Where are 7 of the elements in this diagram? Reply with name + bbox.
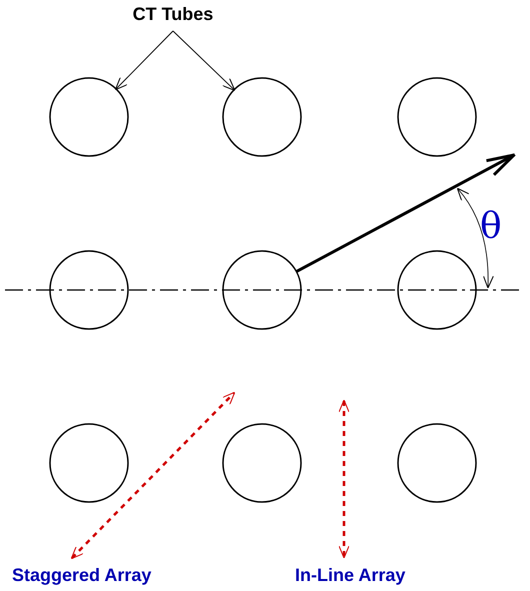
leader-line: [114, 30, 174, 90]
arrow: [296, 154, 516, 273]
callout-label: CT Tubes: [132, 4, 214, 25]
array-label: In-Line Array: [295, 566, 406, 586]
leader-line: [172, 30, 236, 91]
angle-symbol: θ: [480, 207, 502, 247]
array-label: Staggered Array: [12, 566, 152, 586]
